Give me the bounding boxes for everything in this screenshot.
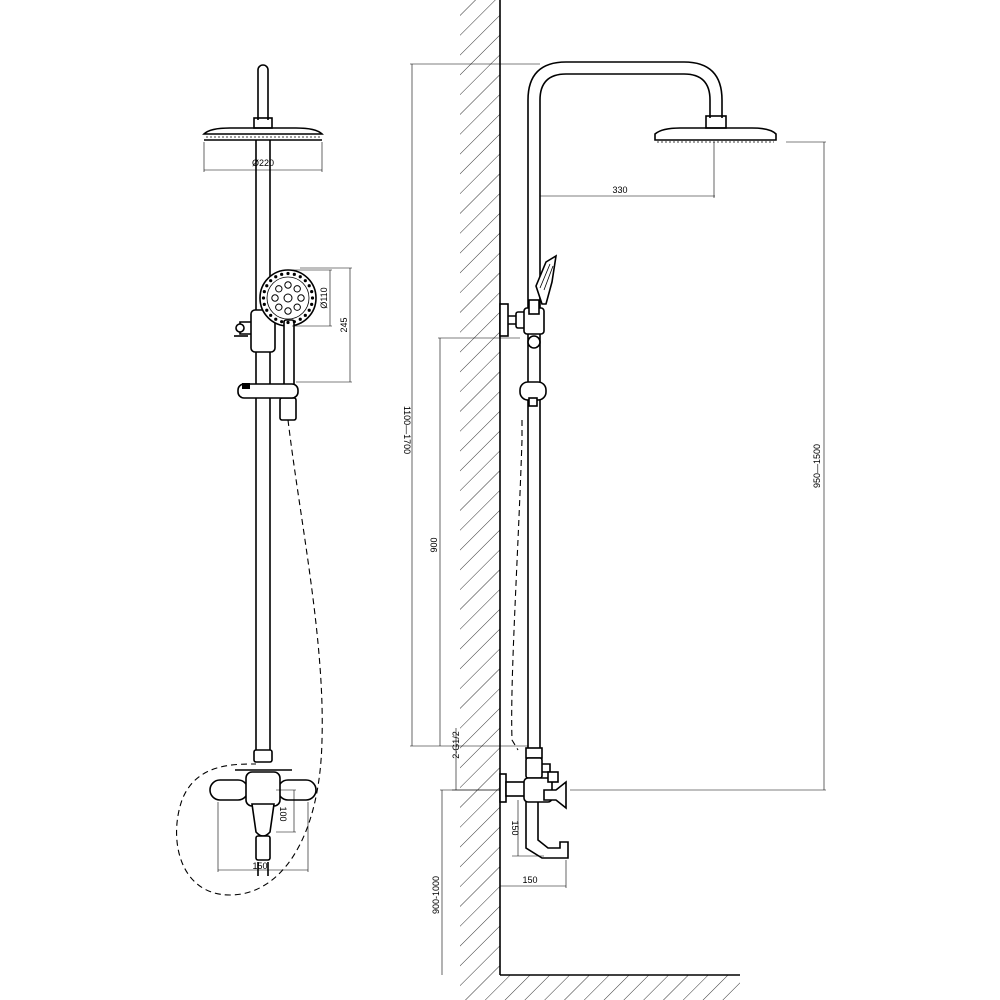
dim-mixer: 150 100: [217, 789, 309, 872]
nozzle-dot: [307, 284, 311, 288]
side-main-rail: [527, 332, 541, 750]
dim-mixer-floor-height: 900-1000: [431, 789, 500, 975]
nozzle-ring: [275, 285, 283, 293]
side-hand-shower: [528, 254, 558, 315]
front-riser-top: [257, 64, 269, 120]
dim-spout: 150 150: [500, 800, 567, 888]
nozzle-dot: [269, 279, 273, 283]
front-mixer: [209, 749, 317, 876]
nozzle-dot: [286, 271, 290, 276]
nozzle-dot: [310, 296, 315, 300]
nozzle-ring: [293, 285, 301, 293]
floor: [460, 974, 740, 1000]
nozzle-dot: [292, 320, 296, 324]
nozzle-dot: [292, 272, 296, 276]
nozzle-dot: [310, 290, 314, 294]
dim-arm-reach-label: 330: [612, 185, 627, 195]
front-diverter: [234, 309, 276, 353]
nozzle-dot: [303, 279, 307, 283]
nozzle-dot: [274, 317, 278, 321]
nozzle-dot: [298, 317, 302, 321]
side-view: 330: [402, 0, 826, 1000]
front-rain-shower-head: [202, 117, 324, 141]
side-rain-shower-head: [654, 115, 777, 143]
nozzle-dot: [262, 302, 266, 306]
dim-mixer-width-label: 150: [252, 861, 267, 871]
dim-bracket-height: 900: [429, 337, 520, 746]
dim-mixer-floor-height-label: 900-1000: [431, 876, 441, 914]
nozzle-dot: [265, 308, 269, 312]
nozzle-dot: [298, 275, 302, 279]
nozzle-ring: [297, 294, 305, 302]
side-slider: [519, 381, 547, 407]
dim-bracket-height-label: 900: [429, 537, 439, 552]
nozzle-dot: [262, 290, 266, 294]
side-gooseneck: [527, 61, 723, 320]
nozzle-dot: [265, 284, 269, 288]
nozzle-dot: [274, 275, 278, 279]
nozzle-ring: [275, 303, 283, 311]
nozzle-dot: [261, 296, 266, 300]
dim-mixer-height-label: 100: [278, 806, 288, 821]
nozzle-dot: [269, 313, 273, 317]
nozzle-ring: [271, 294, 279, 302]
front-view: Ø220: [176, 64, 352, 896]
nozzle-dot: [303, 313, 307, 317]
dim-head-diameter: Ø220: [203, 142, 323, 172]
nozzle-ring: [293, 303, 301, 311]
dim-hand-shower-height-label: 245: [339, 317, 349, 332]
dim-hand-shower-diameter-label: Ø110: [319, 287, 329, 308]
wall: [460, 0, 501, 975]
front-main-rail: [255, 140, 271, 758]
nozzle-ring: [284, 307, 292, 315]
nozzle-dot: [280, 320, 284, 324]
nozzle-dot: [310, 302, 314, 306]
dim-arm-reach: 330: [540, 142, 715, 198]
side-mixer: [499, 747, 569, 859]
dim-spout-drop-label: 150: [510, 820, 520, 835]
dim-head-diameter-label: Ø220: [252, 158, 274, 168]
dim-total-height-label: 950—1500: [812, 444, 822, 488]
nozzle-dot: [307, 308, 311, 312]
front-slider-bracket: [237, 383, 299, 399]
dim-hand-shower: Ø110 245: [292, 267, 352, 383]
dim-adjustable-height: 1100—1700: [402, 63, 540, 747]
nozzle-center: [283, 293, 293, 303]
dim-thread-label: 2-G1/2: [451, 731, 461, 759]
dim-adjustable-height-label: 1100—1700: [402, 406, 412, 454]
nozzle-dot: [280, 272, 284, 276]
dim-total-height: 950—1500: [570, 141, 826, 791]
nozzle-ring: [284, 281, 292, 289]
dim-spout-reach-label: 150: [522, 875, 537, 885]
side-hose: [511, 420, 523, 751]
nozzle-dot: [286, 320, 290, 325]
front-hose: [176, 419, 323, 896]
